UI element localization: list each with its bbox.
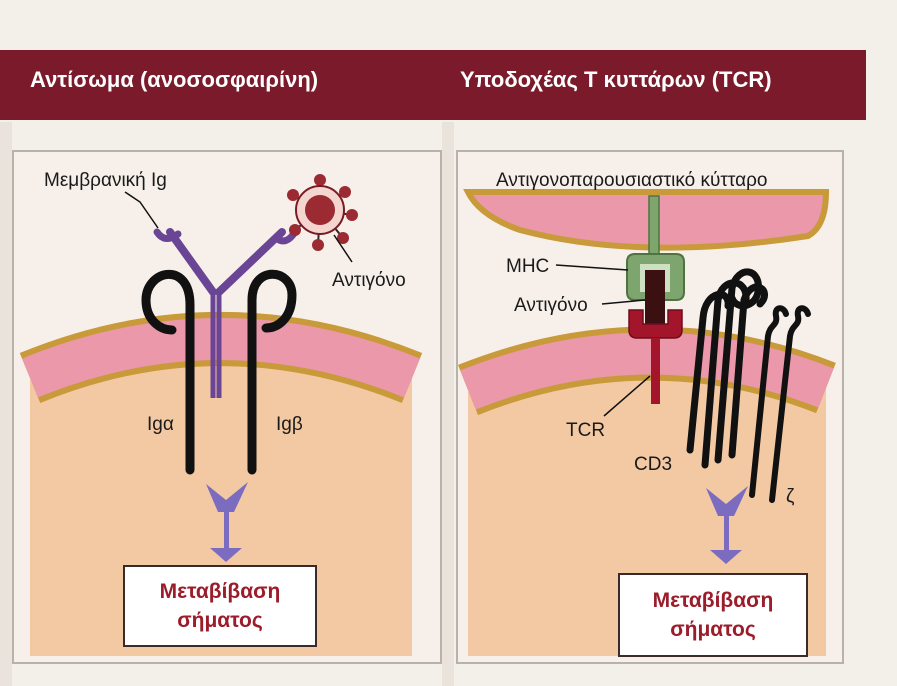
membrane-ig-leader-line	[124, 191, 159, 229]
cd3-complex	[686, 268, 768, 469]
tcr-leader-line	[603, 375, 651, 417]
ig-alpha-chain	[141, 269, 195, 475]
ig-alpha-label: Igα	[147, 414, 174, 435]
left-antigen-label: Αντιγόνο	[332, 270, 406, 291]
left-signal-arrow	[206, 482, 248, 550]
membrane-ig-left-arm	[166, 228, 217, 296]
right-antigen-label: Αντιγόνο	[514, 295, 588, 316]
mhc-bound-antigen	[645, 270, 665, 326]
left-antigen	[287, 174, 358, 251]
background-middle-strip	[442, 122, 454, 686]
right-signal-line1: Μεταβίβαση	[652, 589, 774, 612]
right-signal-box: Μεταβίβαση σήματος	[618, 573, 808, 657]
mhc-label: MHC	[506, 256, 549, 277]
right-signal-arrowhead	[710, 550, 742, 564]
right-panel-title: Υποδοχέας Τ κυττάρων (TCR)	[460, 67, 772, 92]
membrane-ig-left-tip	[153, 228, 182, 242]
right-signal-line2: σήματος	[670, 618, 756, 641]
left-signal-line1: Μεταβίβαση	[159, 580, 281, 603]
t-cell-membrane-inner	[460, 332, 834, 410]
antigen-leader-line	[333, 234, 353, 263]
apc-label: Αντιγονοπαρουσιαστικό κύτταρο	[496, 170, 768, 191]
apc-membrane	[463, 189, 830, 251]
background-left-strip	[0, 122, 12, 686]
mhc-leader-line	[555, 264, 629, 271]
ig-beta-label: Igβ	[276, 414, 303, 435]
membrane-ig-label: Μεμβρανική Ig	[44, 170, 167, 191]
tcr-molecule	[628, 309, 683, 404]
zeta-chains	[749, 305, 811, 503]
left-panel-title: Αντίσωμα (ανοσοσφαιρίνη)	[30, 67, 319, 92]
antigen-right-leader-line	[601, 299, 646, 305]
membrane-ig-stem	[210, 290, 222, 398]
header-bar	[0, 50, 866, 120]
tcr-label: TCR	[566, 420, 605, 441]
right-signal-arrow	[706, 486, 748, 552]
cd3-label: CD3	[634, 454, 672, 475]
zeta-label: ζ	[786, 486, 795, 507]
ig-beta-chain	[247, 269, 297, 475]
left-signal-arrowhead	[210, 548, 242, 562]
left-signal-line2: σήματος	[177, 609, 263, 632]
membrane-ig-right-arm	[215, 228, 286, 296]
left-signal-box: Μεταβίβαση σήματος	[123, 565, 317, 647]
